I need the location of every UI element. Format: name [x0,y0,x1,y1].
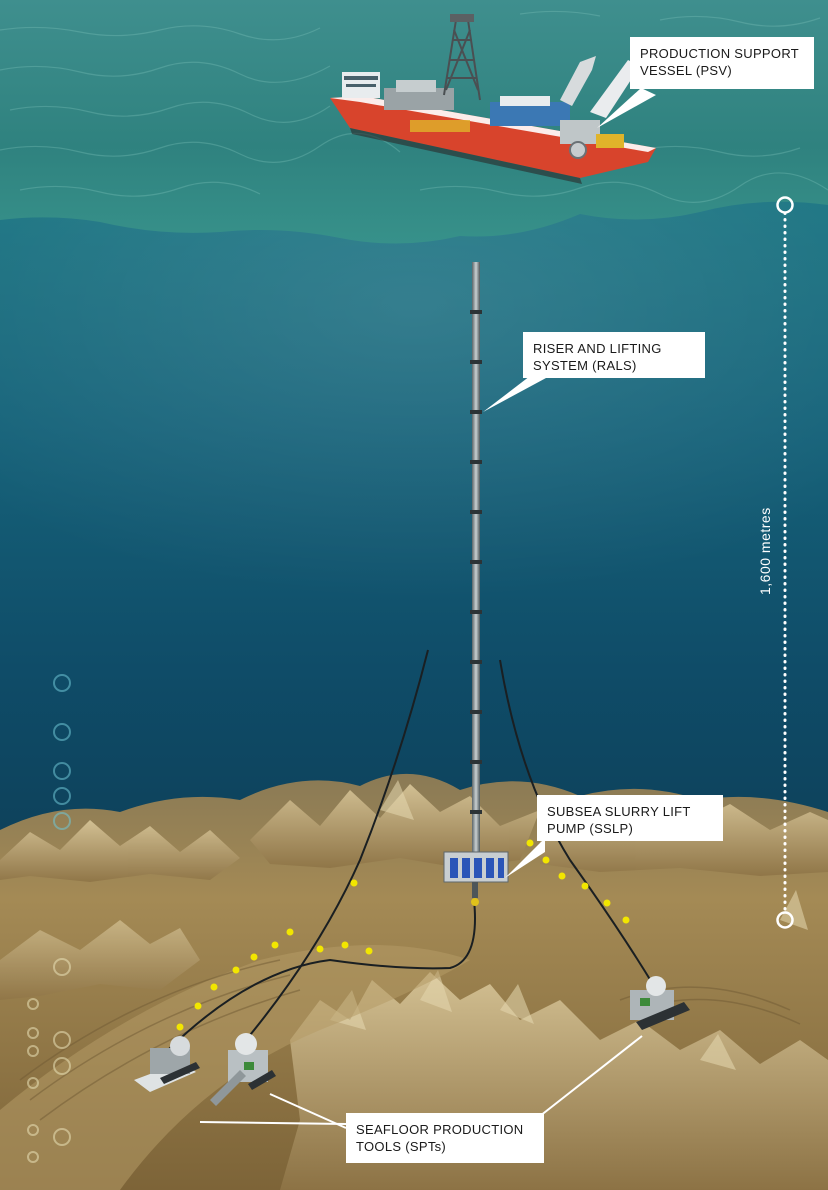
psv-callout-line2: VESSEL (PSV) [640,62,804,79]
sslp-callout: SUBSEA SLURRY LIFT PUMP (SSLP) [537,795,723,841]
psv-callout-line1: PRODUCTION SUPPORT [640,45,804,62]
rals-callout-line2: SYSTEM (RALS) [533,357,695,374]
spt-callout-line1: SEAFLOOR PRODUCTION [356,1121,534,1138]
spt-callout-line2: TOOLS (SPTs) [356,1138,534,1155]
sslp-callout-line1: SUBSEA SLURRY LIFT [547,803,713,820]
rals-callout-line1: RISER AND LIFTING [533,340,695,357]
sslp-callout-line2: PUMP (SSLP) [547,820,713,837]
rals-callout: RISER AND LIFTING SYSTEM (RALS) [523,332,705,378]
spt-callout: SEAFLOOR PRODUCTION TOOLS (SPTs) [346,1113,544,1163]
psv-callout: PRODUCTION SUPPORT VESSEL (PSV) [630,37,814,89]
depth-scale-label: 1,600 metres [755,521,775,595]
